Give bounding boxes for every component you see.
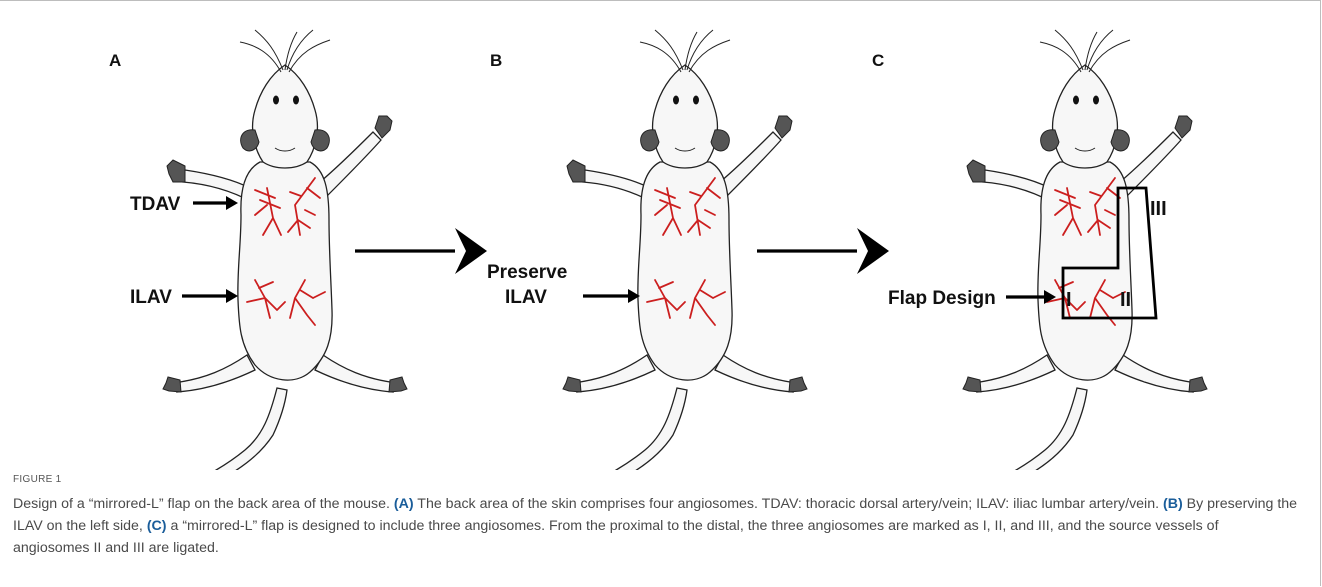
caption-tag-c: (C) (147, 518, 167, 534)
caption-tag-a: (A) (394, 496, 414, 512)
panel-c: C Flap Design I II III (872, 30, 1207, 470)
label-ilav: ILAV (130, 287, 172, 308)
label-ilav-b: ILAV (505, 287, 547, 308)
figure-caption: Design of a “mirrored-L” flap on the bac… (13, 493, 1298, 559)
angiosome-label-iii: III (1150, 198, 1167, 220)
caption-intro: Design of a “mirrored-L” flap on the bac… (13, 496, 390, 512)
figure-illustration: A TDAV ILAV B Preserve ILAV C (0, 0, 1322, 470)
panel-letter-b: B (490, 51, 502, 70)
panel-letter-c: C (872, 51, 884, 70)
angiosome-label-i: I (1066, 289, 1072, 311)
caption-text-c: a “mirrored-L” flap is designed to inclu… (13, 518, 1219, 556)
angiosome-label-ii: II (1120, 289, 1131, 311)
mouse-c (947, 30, 1207, 470)
arrow-a-to-b (355, 228, 487, 274)
arrow-b-to-c (757, 228, 889, 274)
label-preserve: Preserve (487, 262, 567, 283)
panel-letter-a: A (109, 51, 121, 70)
caption-text-a: The back area of the skin comprises four… (417, 496, 1159, 512)
caption-tag-b: (B) (1163, 496, 1183, 512)
label-tdav: TDAV (130, 194, 181, 215)
label-flap-design: Flap Design (888, 288, 996, 309)
figure-label: FIGURE 1 (13, 474, 62, 485)
